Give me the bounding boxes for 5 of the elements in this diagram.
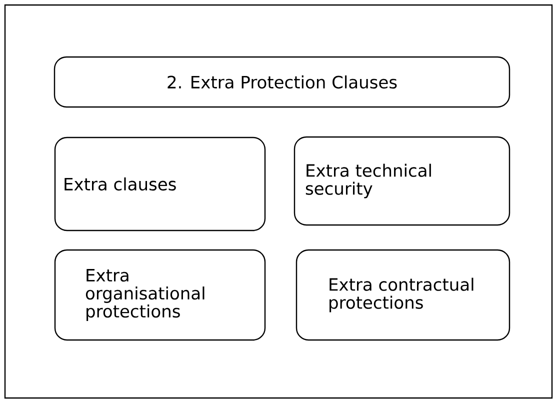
text-box: Extra technical security <box>294 136 510 226</box>
text-box: Extra clauses <box>54 136 266 232</box>
text-box: Extra contractual protections <box>296 249 510 341</box>
title-box: 2. Extra Protection Clauses <box>54 56 510 108</box>
text-box: Extra organisational protections <box>54 249 266 341</box>
